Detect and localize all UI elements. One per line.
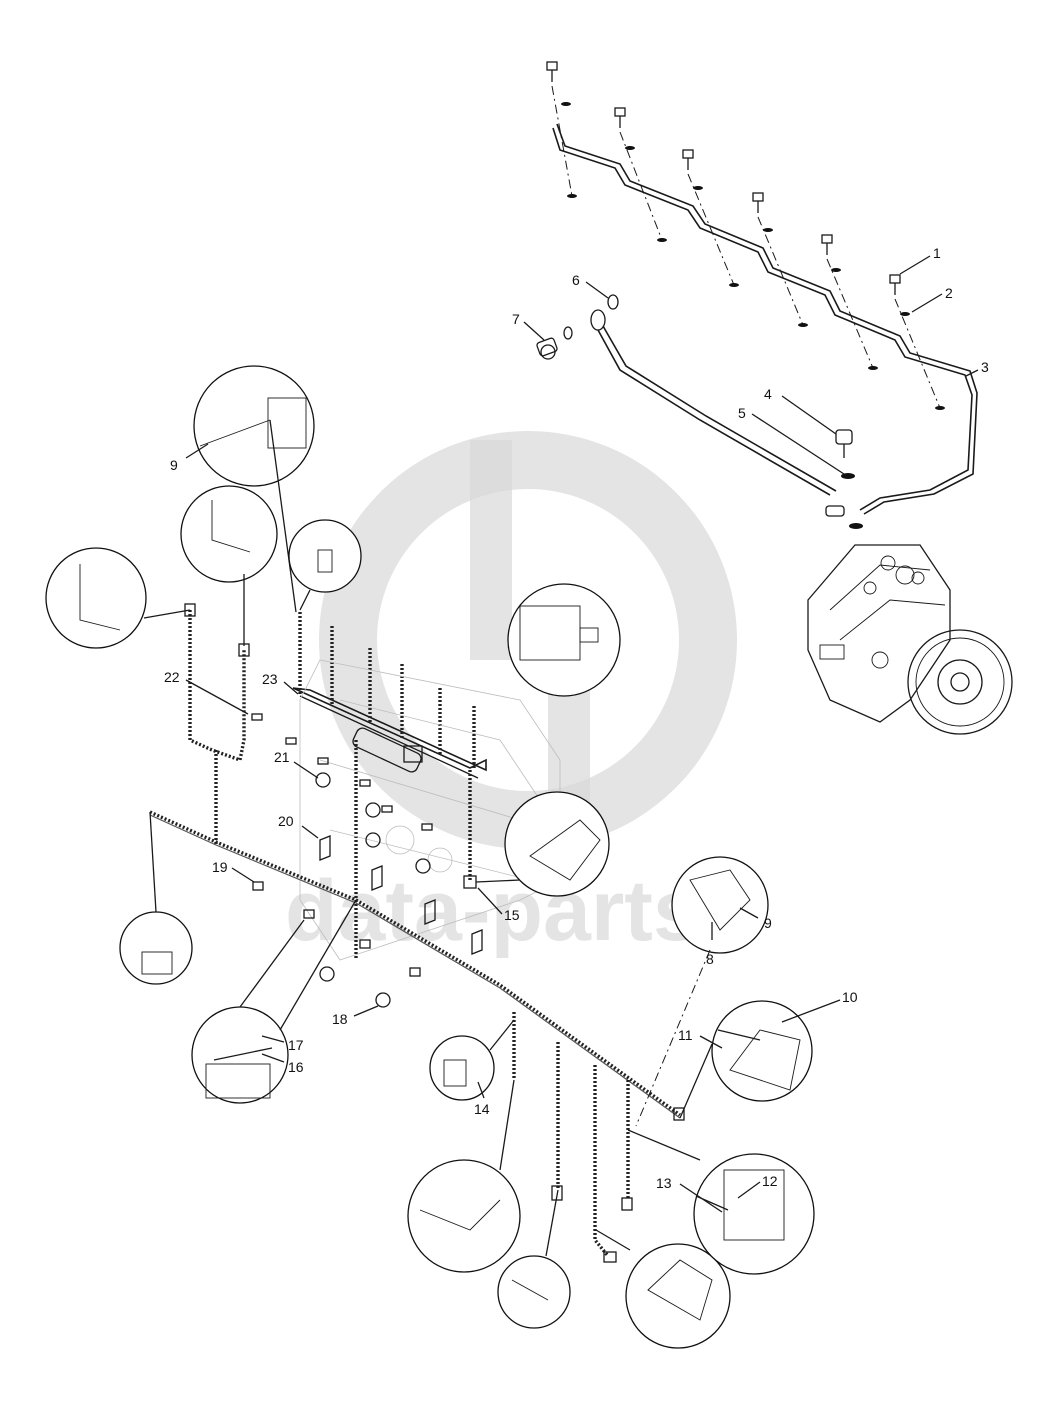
detail-bubble-pump-actuator [595, 1229, 731, 1349]
detail-bubble-speed-sensor [407, 1079, 521, 1273]
callout-12: 12 [762, 1173, 778, 1189]
bolt-icon [752, 192, 808, 327]
callout-2: 2 [945, 285, 953, 301]
injection-pump [807, 544, 1013, 735]
callout-3: 3 [981, 359, 989, 375]
callout-6: 6 [572, 272, 580, 288]
injection-line-rail [552, 123, 978, 515]
callout-labels: 1 2 3 4 5 6 7 8 9 9 10 11 12 13 14 15 16… [164, 245, 989, 1191]
callout-17: 17 [288, 1037, 304, 1053]
detail-bubble-connector-b [45, 547, 191, 649]
detail-bubble-pump-sensor [475, 791, 610, 897]
callout-14: 14 [474, 1101, 490, 1117]
callout-11: 11 [678, 1027, 693, 1043]
callout-19: 19 [212, 859, 228, 875]
banjo-fittings [536, 294, 863, 529]
callout-7: 7 [512, 311, 520, 327]
callout-16: 16 [288, 1059, 304, 1075]
callout-23: 23 [262, 671, 278, 687]
bolt-icon [682, 149, 739, 287]
brackets-clamps [252, 772, 483, 1008]
harness-screws [251, 713, 433, 831]
callout-5: 5 [738, 405, 746, 421]
callout-9-top: 9 [170, 457, 178, 473]
detail-bubble-temp-sensor [679, 1000, 813, 1119]
callout-22: 22 [164, 669, 180, 685]
callout-8: 8 [706, 951, 714, 967]
detail-bubble-fuel-filter [627, 1129, 815, 1275]
callout-18: 18 [332, 1011, 348, 1027]
detail-bubble-connector-c [288, 519, 362, 611]
detail-bubble-flywheel-sensor [635, 856, 769, 1127]
watermark-text: data-parts [285, 863, 701, 959]
rail-bolts [546, 61, 945, 410]
detail-bubble-bottom-left [191, 899, 357, 1104]
callout-1: 1 [933, 245, 941, 261]
callout-13: 13 [656, 1175, 672, 1191]
detail-bubble-ecu [507, 583, 621, 697]
detail-bubble-left-lower [119, 811, 193, 985]
callout-20: 20 [278, 813, 294, 829]
leader-lines [185, 255, 979, 1213]
detail-bubble-connector-a [180, 485, 278, 646]
detail-bubble-boost-sensor [497, 1189, 571, 1329]
callout-4: 4 [764, 386, 772, 402]
callout-21: 21 [274, 749, 290, 765]
bolt-icon [614, 107, 667, 242]
detail-bubble-rail-pressure-sensor [193, 365, 315, 613]
bolt-icon [546, 61, 577, 198]
bolt-icon [889, 274, 945, 410]
callout-9-right: 9 [764, 915, 772, 931]
callout-10: 10 [842, 989, 858, 1005]
detail-bubble-oil-sensor [429, 1019, 515, 1101]
engine-ghost [299, 659, 561, 961]
callout-15: 15 [504, 907, 520, 923]
bolt-icon [821, 234, 878, 370]
